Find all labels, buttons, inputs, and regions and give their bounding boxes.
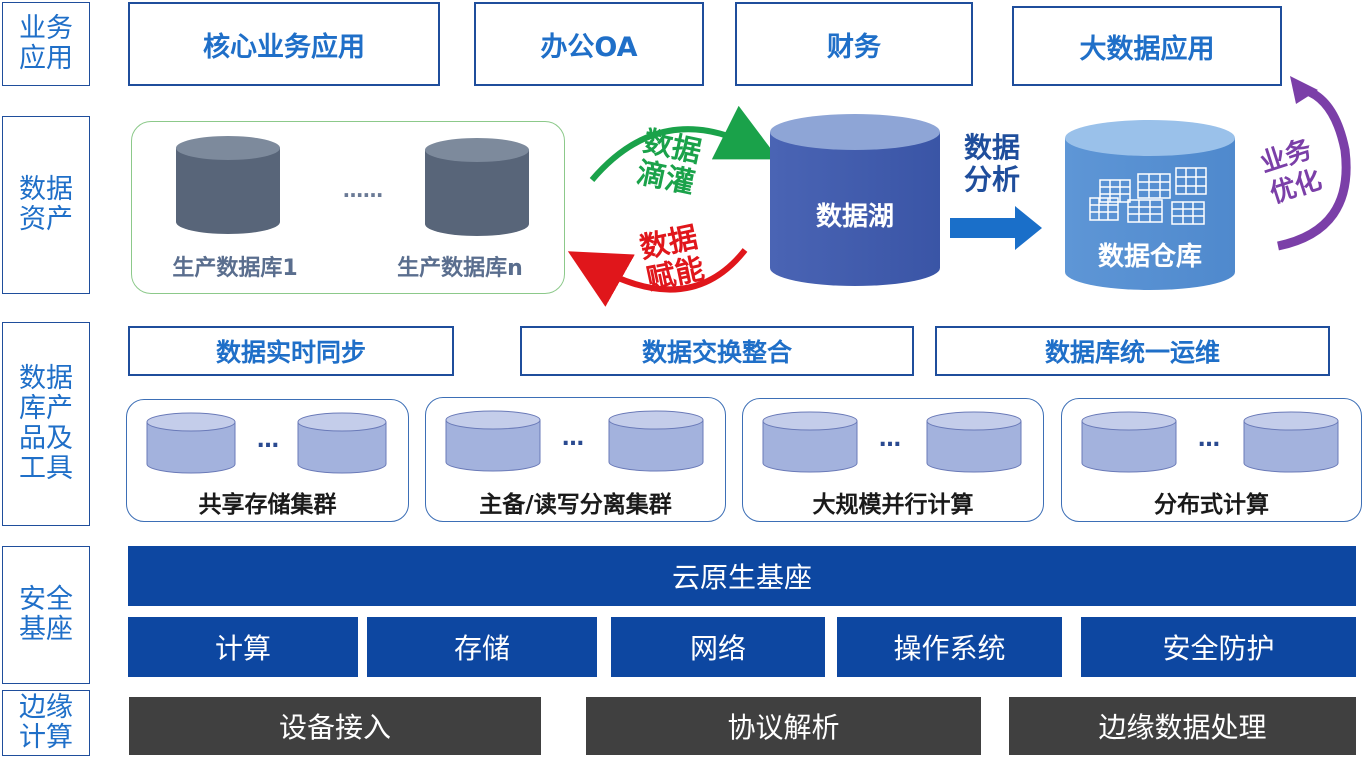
cluster-mpp: … 大规模并行计算 [742,398,1044,522]
cluster-shared-storage: … 共享存储集群 [126,399,409,522]
data-irrigation-label: 数据 滴灌 [633,123,705,201]
production-db-ellipsis: …… [343,178,383,202]
irrigation-arrow-icon [589,105,779,182]
app-core-business: 核心业务应用 [128,2,440,86]
production-db-1-label: 生产数据库1 [172,256,298,281]
security-item-compute: 计算 [128,617,358,677]
layer-label-business-app: 业务 应用 [2,2,90,86]
app-big-data: 大数据应用 [1012,6,1282,86]
security-item-os: 操作系统 [837,617,1062,677]
security-item-protection: 安全防护 [1081,617,1356,677]
data-analysis-label: 数据 分析 [963,131,1020,196]
layer-label-db-products: 数据 库产 品及 工具 [2,322,90,526]
optimize-arrow-icon [1277,76,1351,251]
cluster-label: 共享存储集群 [198,492,337,518]
cluster-label: 主备/读写分离集群 [479,492,672,518]
cluster-db-icons [762,411,1022,473]
production-db-n-label: 生产数据库n [397,256,523,281]
cluster-db-icons [445,410,704,472]
cluster-ellipsis: … [879,427,901,452]
security-item-network: 网络 [611,617,825,677]
empower-arrow-icon [567,248,748,307]
app-finance: 财务 [735,2,973,86]
security-item-storage: 存储 [367,617,597,677]
analysis-arrow-icon [950,206,1042,250]
production-db-n-icon [425,138,529,236]
tool-data-exchange: 数据交换整合 [520,326,914,376]
cluster-label: 大规模并行计算 [812,492,974,518]
cluster-distributed: … 分布式计算 [1061,398,1362,522]
layer-label-security-base: 安全 基座 [2,546,90,684]
tool-unified-ops: 数据库统一运维 [935,326,1330,376]
data-warehouse-label: 数据仓库 [1097,242,1202,272]
cluster-master-slave: … 主备/读写分离集群 [425,397,726,522]
production-db-group [131,121,565,294]
layer-label-data-assets: 数据 资产 [2,116,90,294]
cloud-native-base: 云原生基座 [128,546,1356,606]
data-empower-label: 数据 赋能 [636,219,708,297]
production-db-1-icon [176,136,280,234]
data-lake-icon [770,114,940,286]
cluster-ellipsis: … [562,426,584,451]
data-warehouse-icon [1065,120,1235,290]
cluster-db-icons [1081,411,1339,473]
edge-protocol-parse: 协议解析 [586,697,981,755]
cluster-ellipsis: … [257,428,279,453]
data-lake-label: 数据湖 [815,202,894,232]
data-assets-graphics [176,76,1351,307]
layer-label-edge-compute: 边缘 计算 [2,690,90,756]
edge-device-access: 设备接入 [129,697,541,755]
cluster-ellipsis: … [1198,427,1220,452]
tool-realtime-sync: 数据实时同步 [128,326,454,376]
cluster-label: 分布式计算 [1154,492,1269,518]
cluster-db-icons [146,412,387,474]
app-office-oa: 办公OA [474,2,704,86]
edge-data-processing: 边缘数据处理 [1009,697,1356,755]
